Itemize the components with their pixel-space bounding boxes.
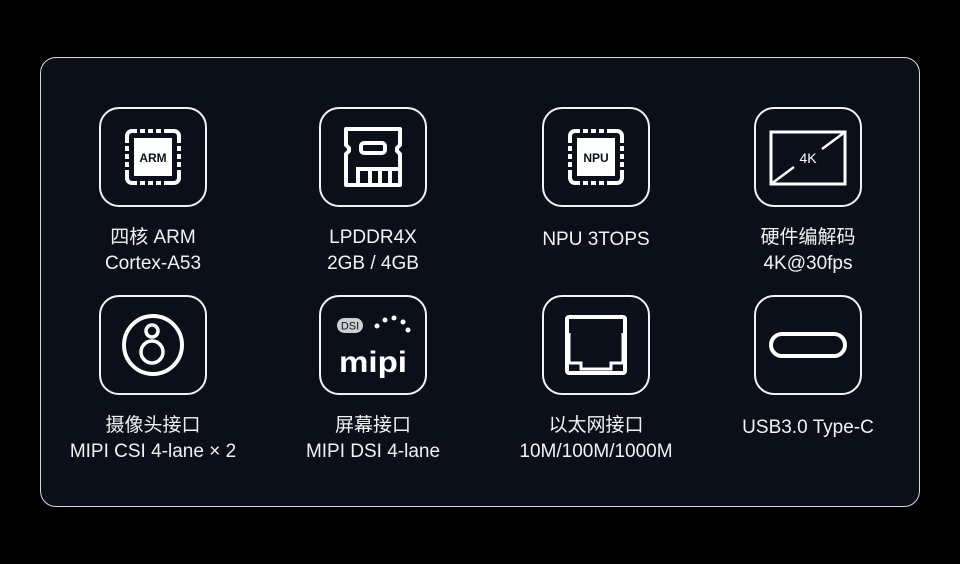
feature-title: 四核 ARM bbox=[110, 227, 196, 248]
4k-display-icon: 4K bbox=[754, 107, 862, 207]
npu-chip-icon: NPU bbox=[542, 107, 650, 207]
feature-npu: NPU NPU 3TOPS bbox=[486, 107, 706, 253]
feature-detail: Cortex-A53 bbox=[104, 253, 202, 274]
feature-memory: LPDDR4X 2GB / 4GB bbox=[263, 107, 483, 277]
logo-text: mipi bbox=[339, 346, 407, 378]
feature-display: DSI mipi 屏幕接口 MIPI DSI 4-lane bbox=[263, 295, 483, 465]
feature-title: 摄像头接口 bbox=[105, 415, 201, 436]
logo-badge: DSI bbox=[341, 321, 359, 333]
ethernet-port-icon bbox=[542, 295, 650, 395]
usb-type-c-icon bbox=[754, 295, 862, 395]
feature-detail: 4K@30fps bbox=[763, 253, 853, 274]
feature-title: LPDDR4X bbox=[329, 227, 417, 248]
feature-title: NPU 3TOPS bbox=[542, 229, 650, 250]
camera-icon bbox=[99, 295, 207, 395]
feature-usb: USB3.0 Type-C bbox=[698, 295, 918, 441]
feature-detail: MIPI DSI 4-lane bbox=[305, 441, 441, 462]
feature-camera: 摄像头接口 MIPI CSI 4-lane × 2 bbox=[43, 295, 263, 465]
feature-title: USB3.0 Type-C bbox=[742, 417, 874, 438]
feature-detail: 2GB / 4GB bbox=[327, 253, 419, 274]
feature-title: 硬件编解码 bbox=[760, 227, 856, 248]
feature-title: 以太网接口 bbox=[548, 415, 644, 436]
feature-title: 屏幕接口 bbox=[334, 415, 411, 436]
chip-text: NPU bbox=[583, 151, 608, 165]
feature-cpu: ARM 四核 ARM Cortex-A53 bbox=[43, 107, 263, 277]
memory-card-icon bbox=[319, 107, 427, 207]
display-text: 4K bbox=[799, 150, 817, 166]
feature-detail: MIPI CSI 4-lane × 2 bbox=[69, 441, 237, 462]
mipi-dsi-logo-icon: DSI mipi bbox=[319, 295, 427, 395]
feature-detail: 10M/100M/1000M bbox=[519, 441, 673, 462]
feature-codec: 4K 硬件编解码 4K@30fps bbox=[698, 107, 918, 277]
arm-chip-icon: ARM bbox=[99, 107, 207, 207]
feature-ethernet: 以太网接口 10M/100M/1000M bbox=[486, 295, 706, 465]
chip-text: ARM bbox=[139, 151, 166, 165]
